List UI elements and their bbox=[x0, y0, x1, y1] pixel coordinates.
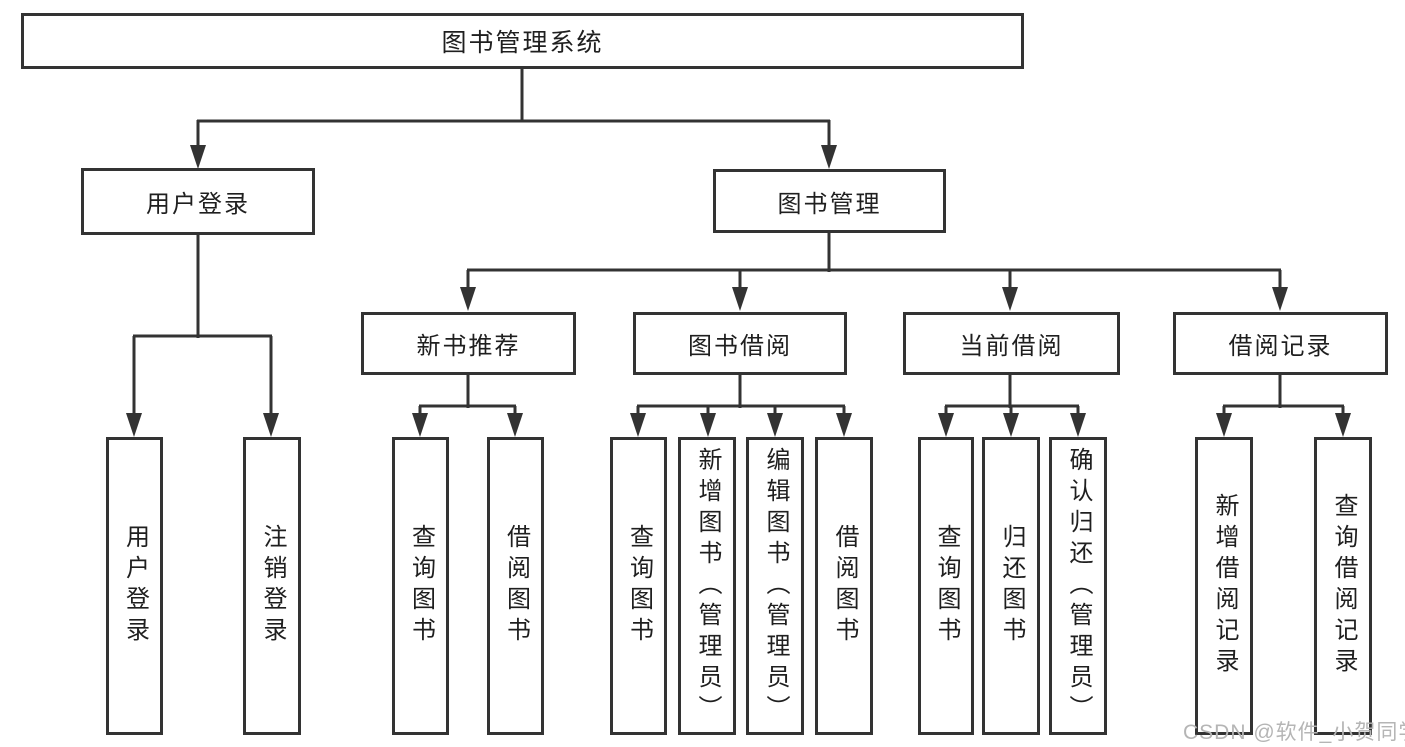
leaf-borrow-edit-books-admin: 编辑图书（管理员） bbox=[746, 437, 804, 735]
node-label: 新书推荐 bbox=[416, 333, 521, 360]
connector-book-borrow-to-leaves bbox=[636, 375, 846, 420]
node-label: 查询借阅记录 bbox=[1330, 493, 1357, 679]
leaf-records-query-record: 查询借阅记录 bbox=[1314, 437, 1372, 735]
node-label: 借阅图书 bbox=[502, 524, 530, 648]
leaf-user-login: 用户登录 bbox=[106, 437, 163, 735]
node-book-management: 图书管理 bbox=[713, 169, 946, 233]
node-label: 图书管理 bbox=[777, 190, 882, 218]
leaf-records-add-record: 新增借阅记录 bbox=[1195, 437, 1253, 735]
node-label: 新增借阅记录 bbox=[1211, 493, 1238, 679]
node-label: 借阅图书 bbox=[831, 524, 858, 648]
node-root: 图书管理系统 bbox=[21, 13, 1024, 69]
node-label: 查询图书 bbox=[933, 524, 960, 648]
leaf-recommend-query-books: 查询图书 bbox=[392, 437, 449, 735]
leaf-recommend-borrow-books: 借阅图书 bbox=[487, 437, 544, 735]
node-user-login: 用户登录 bbox=[81, 168, 315, 235]
node-label: 图书借阅 bbox=[688, 333, 792, 360]
node-label: 确认归还（管理员） bbox=[1065, 446, 1092, 726]
leaf-borrow-add-books-admin: 新增图书（管理员） bbox=[678, 437, 736, 735]
leaf-borrow-borrow-books: 借阅图书 bbox=[815, 437, 873, 735]
node-label: 新增图书（管理员） bbox=[694, 446, 721, 726]
node-new-book-recommend: 新书推荐 bbox=[361, 312, 576, 375]
node-label: 图书管理系统 bbox=[441, 29, 604, 57]
connector-borrow-records-to-leaves bbox=[1222, 375, 1345, 420]
node-label: 归还图书 bbox=[998, 524, 1025, 648]
node-book-borrow: 图书借阅 bbox=[633, 312, 847, 375]
connector-root-to-level2 bbox=[196, 69, 831, 150]
node-label: 用户登录 bbox=[146, 191, 250, 218]
node-label: 查询图书 bbox=[625, 524, 653, 648]
csdn-watermark: CSDN @软件_小贺同学 bbox=[1183, 721, 1405, 744]
node-current-borrow: 当前借阅 bbox=[903, 312, 1120, 375]
node-borrow-records: 借阅记录 bbox=[1173, 312, 1388, 375]
connector-new-book-recommend-to-leaves bbox=[418, 375, 517, 420]
node-label: 借阅记录 bbox=[1228, 333, 1333, 360]
arrowheads bbox=[126, 145, 1351, 437]
leaf-logout: 注销登录 bbox=[243, 437, 301, 735]
leaf-current-confirm-return-admin: 确认归还（管理员） bbox=[1049, 437, 1107, 735]
node-label: 查询图书 bbox=[407, 524, 435, 648]
leaf-current-query-books: 查询图书 bbox=[918, 437, 974, 735]
node-label: 用户登录 bbox=[121, 524, 149, 648]
connector-book-management-to-level3 bbox=[466, 233, 1282, 292]
leaf-borrow-query-books: 查询图书 bbox=[610, 437, 667, 735]
node-label: 编辑图书（管理员） bbox=[762, 446, 789, 726]
node-label: 注销登录 bbox=[259, 524, 286, 648]
node-label: 当前借阅 bbox=[959, 333, 1064, 360]
leaf-current-return-books: 归还图书 bbox=[982, 437, 1040, 735]
connector-user-login-to-leaves bbox=[132, 235, 273, 418]
